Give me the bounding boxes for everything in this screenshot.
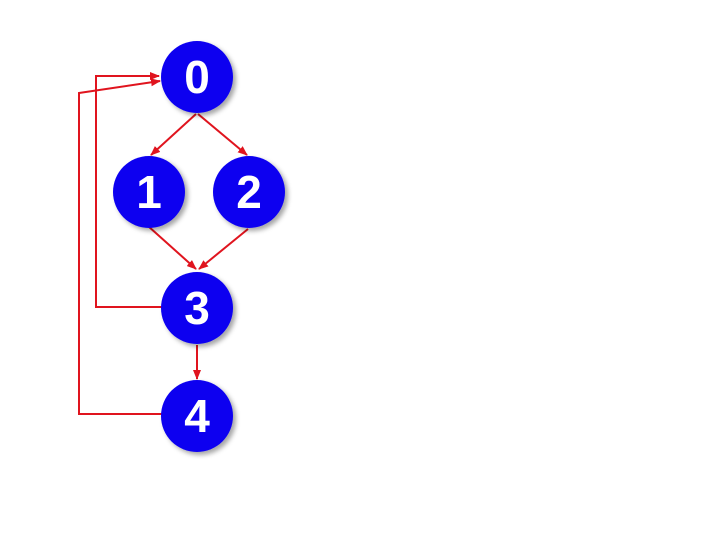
node-3: 3 (161, 272, 233, 344)
edge-2-to-3 (198, 228, 249, 270)
node-3-circle (161, 272, 233, 344)
node-2-circle (213, 156, 285, 228)
node-4-label: 4 (184, 390, 210, 442)
node-2-label: 2 (236, 166, 262, 218)
edge-4-to-0 (78, 78, 162, 415)
node-0: 0 (161, 41, 233, 113)
node-0-circle (161, 41, 233, 113)
node-3-label: 3 (184, 282, 210, 334)
node-4: 4 (161, 380, 233, 452)
edge-3-to-0 (95, 72, 162, 308)
node-0-label: 0 (184, 51, 210, 103)
node-1-label: 1 (136, 166, 162, 218)
node-1-circle (113, 156, 185, 228)
edges (78, 72, 249, 415)
edge-0-to-1 (150, 113, 197, 156)
nodes: 0 1 2 3 4 (113, 41, 285, 452)
edge-0-to-2 (197, 113, 248, 156)
node-4-circle (161, 380, 233, 452)
node-2: 2 (213, 156, 285, 228)
node-1: 1 (113, 156, 185, 228)
edge-1-to-3 (147, 225, 197, 270)
